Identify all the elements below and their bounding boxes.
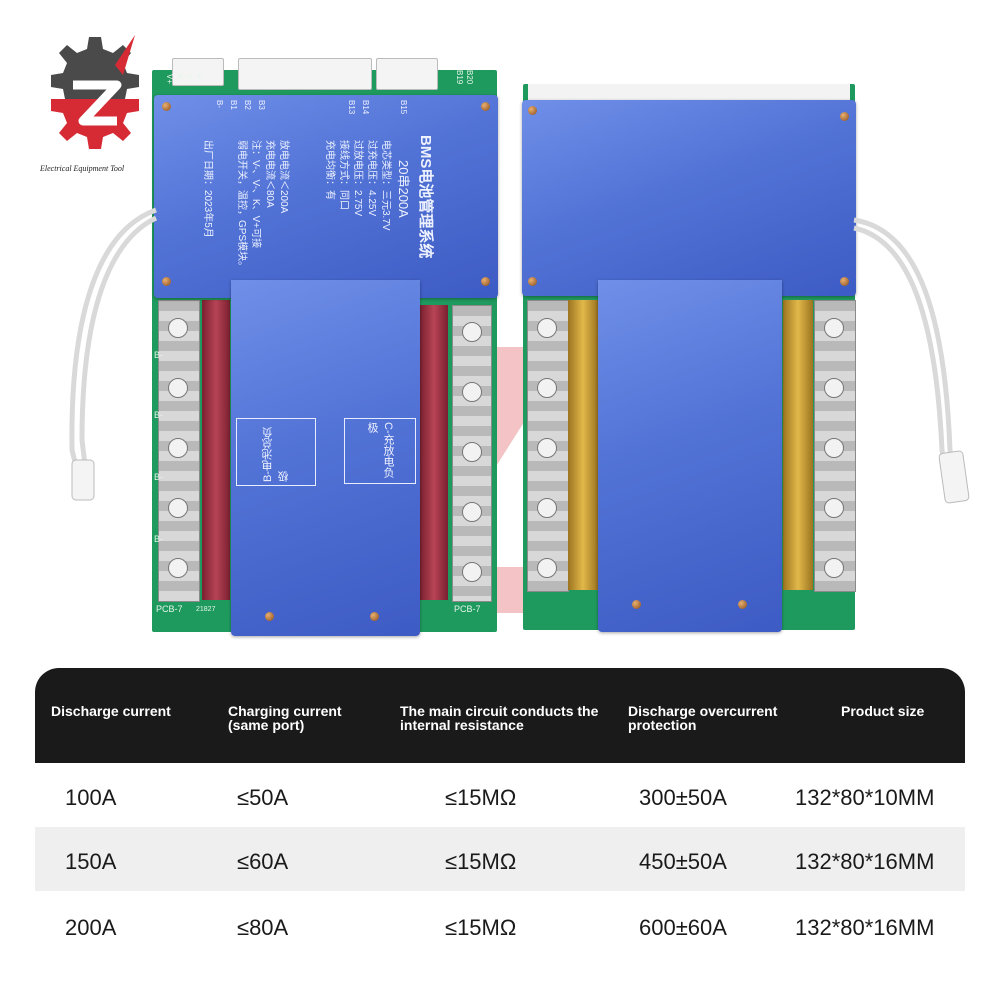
- header-internal-resistance: The main circuit conducts the internal r…: [400, 703, 599, 733]
- cell-charging: ≤60A: [237, 849, 289, 874]
- c-minus-text: C-充放电负极: [366, 422, 394, 478]
- gear-logo-icon: [51, 35, 139, 149]
- pin-label: B1: [229, 100, 238, 110]
- cell-resistance: ≤15MΩ: [445, 849, 517, 874]
- pcb-label-right: PCB-7: [454, 604, 481, 614]
- heatsink-plate-top: [154, 95, 498, 298]
- logo-caption: Electrical Equipment Tool: [40, 164, 125, 173]
- c-minus-label: C-充放电负极: [344, 418, 416, 484]
- table-row: 100A ≤50A ≤15MΩ 300±50A 132*80*10MM: [35, 763, 965, 827]
- heatsink-plate-stem: [231, 280, 420, 636]
- table-row: 150A ≤60A ≤15MΩ 450±50A 132*80*16MM: [35, 827, 965, 891]
- pcb-code: 21827: [196, 606, 216, 613]
- cell-overcurrent: 600±60A: [639, 915, 727, 940]
- spec-line: 接线方式：同口: [338, 140, 349, 210]
- plate-subtitle: 20串200A: [396, 160, 411, 218]
- cell-discharge: 150A: [65, 849, 117, 874]
- cell-discharge: 200A: [65, 915, 117, 940]
- balance-connector-main: [238, 58, 372, 90]
- spec-line: 放电电流＜200A: [278, 140, 289, 214]
- spec-line: 过充电压：4.25V: [366, 140, 377, 217]
- pin-label: B15: [399, 100, 408, 115]
- spec-line: 注：V-、V-、K、V+可接: [250, 140, 261, 249]
- spec-line: 过放电压：2.75V: [352, 140, 363, 217]
- cell-charging: ≤80A: [237, 915, 289, 940]
- cell-size: 132*80*16MM: [795, 849, 935, 874]
- pin-label: B2: [243, 100, 252, 110]
- heatsink-plate-back-stem: [598, 280, 782, 632]
- cell-overcurrent: 450±50A: [639, 849, 727, 874]
- balance-connector-small: [376, 58, 438, 90]
- spec-line: 出厂日期：2023年5月: [202, 140, 213, 238]
- pcb-top-strip: [528, 84, 850, 102]
- cell-resistance: ≤15MΩ: [445, 785, 517, 810]
- header-overcurrent-protection: Discharge overcurrent protection: [628, 703, 778, 733]
- b-minus-label: B-电池总负极: [236, 418, 316, 486]
- heatsink-plate-back-top: [522, 100, 856, 296]
- ntc-sensor-wire-right: [853, 217, 970, 504]
- b-minus-text: B-电池总负极: [262, 427, 290, 482]
- pin-label: B3: [257, 100, 266, 110]
- pin-label: B19: [455, 70, 464, 85]
- side-mark: B-: [154, 410, 163, 420]
- cell-discharge: 100A: [65, 785, 117, 810]
- mosfet-strip-left-back: [568, 300, 598, 590]
- side-mark: B-: [154, 472, 163, 482]
- ntc-sensor-wire-left: [69, 207, 158, 501]
- spec-line: 电芯类型：三元3.7V: [380, 140, 391, 231]
- mosfet-strip-left: [202, 300, 230, 600]
- cell-size: 132*80*16MM: [795, 915, 935, 940]
- cell-resistance: ≤15MΩ: [445, 915, 517, 940]
- cell-charging: ≤50A: [237, 785, 289, 810]
- pcb-label-left: PCB-7: [156, 604, 183, 614]
- table-row: 200A ≤80A ≤15MΩ 600±60A 132*80*16MM: [35, 893, 965, 957]
- pin-label: B-: [215, 100, 224, 108]
- product-photo: Electrical Equipment Tool: [40, 35, 970, 636]
- mosfet-strip-right: [420, 305, 448, 600]
- pin-label: B13: [347, 100, 356, 115]
- cell-overcurrent: 300±50A: [639, 785, 727, 810]
- side-mark: B-: [154, 534, 163, 544]
- spec-line: 充电均衡：有: [324, 140, 335, 200]
- table-header: Discharge current Charging current (same…: [35, 668, 965, 763]
- port-label: V+: [165, 74, 174, 85]
- spec-line: 充电电流＜80A: [264, 140, 275, 208]
- cell-size: 132*80*10MM: [795, 785, 935, 810]
- mosfet-strip-right-back: [783, 300, 813, 590]
- header-product-size: Product size: [841, 703, 925, 719]
- plate-title: BMS电池管理系统: [417, 135, 434, 259]
- header-charging-current: Charging current (same port): [228, 703, 342, 733]
- spec-line: 弱电开关，温控，GPS模块。: [236, 140, 247, 272]
- side-mark: B-: [154, 350, 163, 360]
- header-discharge-current: Discharge current: [51, 703, 171, 719]
- pin-label: B14: [361, 100, 370, 115]
- port-connector: [172, 58, 224, 86]
